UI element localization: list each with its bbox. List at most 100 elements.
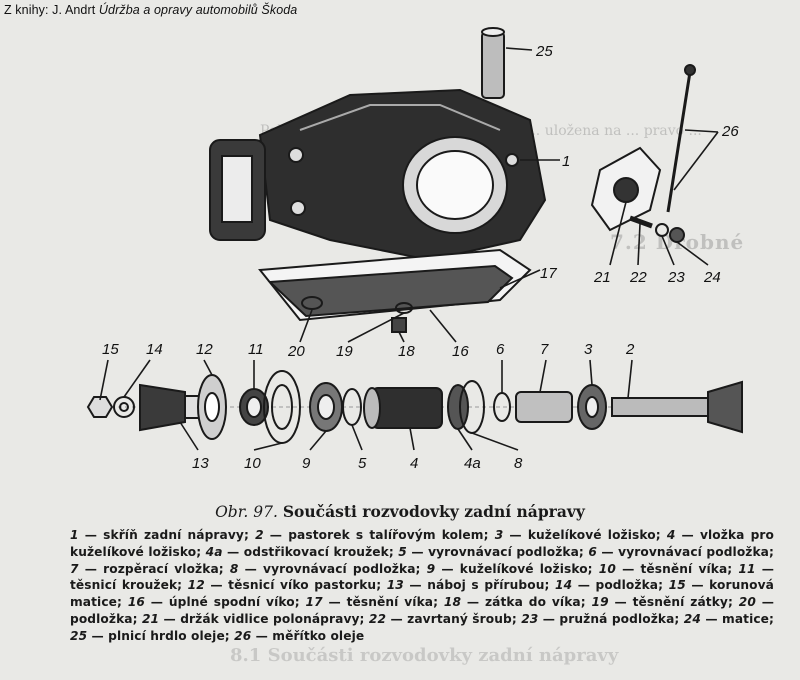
part-14-washer [113,396,135,418]
legend-number: 17 [305,595,323,610]
legend-text: — těsnicí kroužek; [70,561,775,593]
legend-number: 21 [141,611,160,626]
legend-number: 3 [494,528,504,542]
bleed-through-footer: 8.1 Součásti rozvodovky zadní nápravy [230,645,619,666]
legend-item-16: 16 — úplné spodní víko; [128,595,306,609]
legend-item-4a: 4a — odstřikovací kroužek; [206,545,399,559]
legend-item-13: 13 — náboj s přírubou; [387,578,555,592]
legend-number: 19 [591,595,609,610]
legend-item-25: 25 — plnicí hrdlo oleje; [70,629,234,643]
legend-number: 4 [666,528,676,542]
legend-text: — odstřikovací kroužek; [222,544,399,559]
legend-number: 26 [234,628,252,643]
part-1-axle-housing [209,88,547,262]
callout-8: 8 [514,455,523,472]
callout-5: 5 [358,455,367,472]
callout-1: 1 [562,153,570,170]
part-16-bottom-cover [267,264,514,318]
callout-4a: 4a [464,455,481,472]
part-21-bracket [590,146,662,232]
legend-item-18: 18 — zátka do víka; [444,595,592,609]
legend-text: — kuželíkové ložisko; [435,561,599,576]
part-15-crown-nut [86,396,114,418]
part-4a-oil-slinger [447,384,469,430]
legend-number: 20 [738,595,756,610]
legend-text: — matice; [700,611,775,626]
part-20-washer [301,296,323,310]
legend-number: 14 [555,578,573,593]
legend-number: 13 [386,578,404,593]
legend-item-12: 12 — těsnicí víko pastorku; [188,578,387,592]
part-24-nut [669,227,685,243]
legend-item-17: 17 — těsnění víka; [306,595,444,609]
legend-number: 11 [738,561,756,576]
legend-number: 4a [205,544,223,559]
callout-19: 19 [336,343,353,360]
callout-18: 18 [398,343,415,360]
legend-text: — držák vidlice polonápravy; [159,611,369,626]
figure-title: Součásti rozvodovky zadní nápravy [282,502,585,521]
legend-item-23: 23 — pružná podložka; [521,612,684,626]
source-book-title: Údržba a opravy automobilů Škoda [98,3,298,17]
legend-number: 23 [521,611,539,626]
part-2-pinion [611,380,743,434]
legend-item-24: 24 — matice; [684,612,774,626]
callout-20: 20 [287,343,305,360]
part-25-filler-neck [481,27,505,99]
part-18-plug [391,317,407,333]
legend-item-22: 22 — zavrtaný šroub; [369,612,521,626]
legend-text: — vyrovnávací podložka; [406,544,589,559]
callout-22: 22 [629,269,647,286]
legend-text: — podložka; [572,578,669,593]
legend-number: 6 [588,544,597,559]
legend-text: — úplné spodní víko; [144,595,306,610]
legend-number: 22 [368,611,387,626]
callout-17: 17 [540,265,557,282]
legend-item-21: 21 — držák vidlice polonápravy; [142,612,369,626]
figure-number: Obr. 97. [215,503,278,521]
legend-item-2: 2 — pastorek s talířovým kolem; [255,528,495,542]
legend-number: 2 [255,528,264,542]
legend-number: 7 [70,561,79,576]
legend-item-8: 8 — vyrovnávací podložka; [230,562,427,576]
legend-number: 9 [426,561,436,576]
source-line: Z knihy: J. Andrt Údržba a opravy automo… [4,3,297,17]
legend-number: 24 [683,611,701,626]
callout-21: 21 [593,269,611,286]
legend-item-26: 26 — měřítko oleje [234,629,364,643]
legend-number: 8 [229,561,239,576]
legend-item-7: 7 — rozpěrací vložka; [70,562,230,576]
callout-25: 25 [535,43,553,60]
legend-text: — měřítko oleje [251,628,365,643]
legend-text: — těsnění víka; [322,595,444,610]
callout-23: 23 [667,269,685,286]
legend-number: 16 [127,595,145,610]
legend-item-14: 14 — podložka; [555,578,669,592]
legend-item-5: 5 — vyrovnávací podložka; [398,545,588,559]
legend-text: — korunová matice; [70,578,774,610]
callout-11: 11 [248,341,264,358]
callout-16: 16 [452,343,469,360]
source-prefix: Z knihy: J. Andrt [4,3,96,17]
callout-3: 3 [584,341,593,358]
figure-caption: Obr. 97. Součásti rozvodovky zadní nápra… [0,502,800,521]
part-4-bearing-sleeve [363,387,443,429]
legend-item-9: 9 — kuželíkové ložisko; [427,562,599,576]
callout-13: 13 [192,455,209,472]
legend-item-3: 3 — kuželíkové ložisko; [495,528,667,542]
legend-text: — náboj s přírubou; [403,578,555,593]
legend-number: 15 [668,578,686,593]
callout-12: 12 [196,341,213,358]
legend-text: — plnicí hrdlo oleje; [87,628,235,643]
legend-number: 5 [398,544,407,559]
legend-text: — zátka do víka; [461,595,592,610]
callout-24: 24 [703,269,721,286]
callout-4: 4 [410,455,418,472]
part-26-dipstick [666,64,696,213]
legend-text: — pružná podložka; [538,611,684,626]
legend-text: — podložka; [70,595,775,626]
legend-item-15: 15 — korunová matice; [70,578,774,609]
legend-item-4: 4 — vložka pro kuželíkové ložisko; [70,528,774,559]
part-7-spacer-sleeve [515,391,573,423]
part-9-roller-bearing [309,382,343,432]
